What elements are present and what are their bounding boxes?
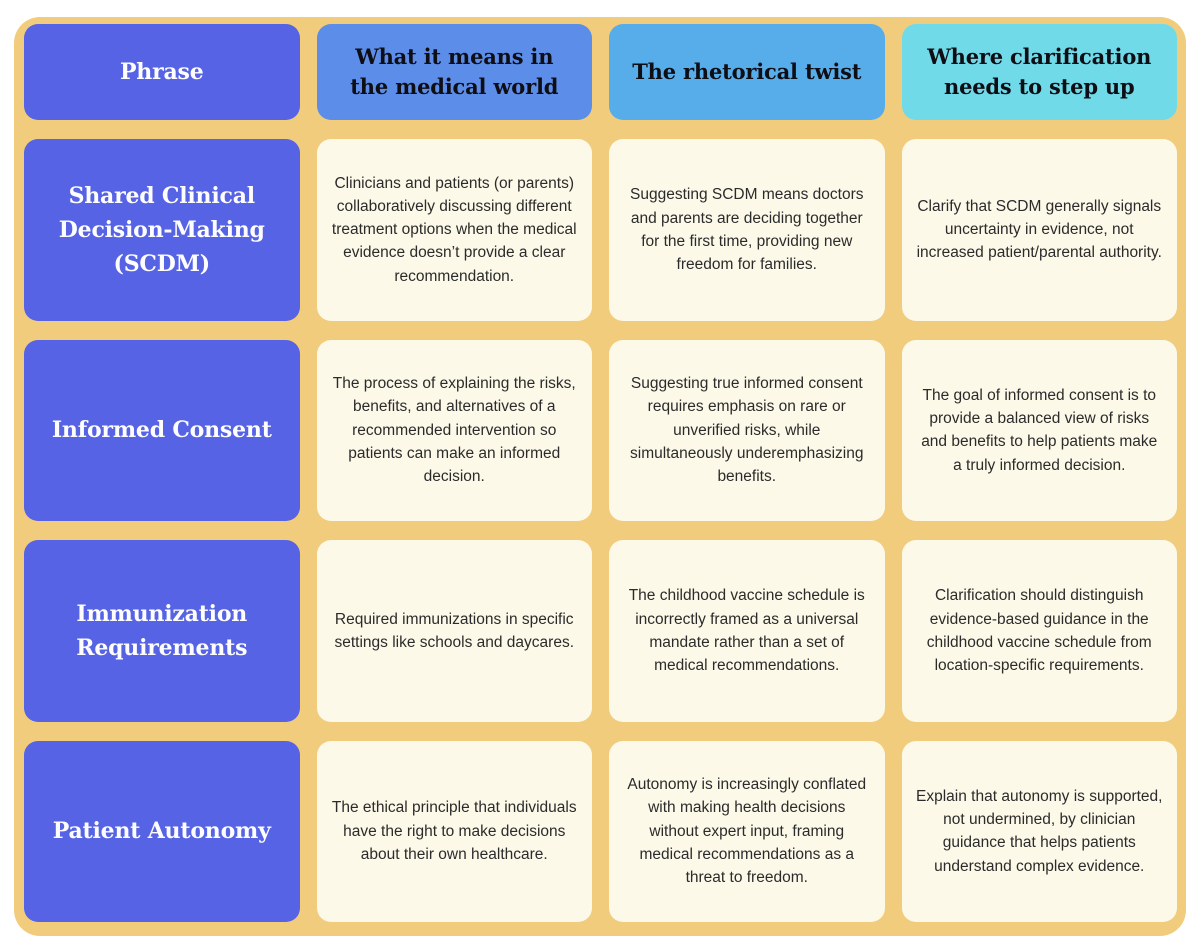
cell-immunization-twist: The childhood vaccine schedule is incorr… xyxy=(609,540,885,722)
comparison-table: Phrase What it means in the medical worl… xyxy=(14,17,1186,936)
cell-informed-consent-meaning: The process of explaining the risks, ben… xyxy=(316,339,592,521)
column-header-twist: The rhetorical twist xyxy=(609,24,885,120)
cell-scdm-twist: Suggesting SCDM means doctors and parent… xyxy=(609,139,885,321)
row-phrase-patient-autonomy: Patient Autonomy xyxy=(24,740,300,922)
row-phrase-scdm: Shared Clinical Decision-Making (SCDM) xyxy=(24,139,300,321)
cell-immunization-meaning: Required immunizations in specific setti… xyxy=(316,540,592,722)
cell-scdm-clarification: Clarify that SCDM generally signals unce… xyxy=(901,139,1177,321)
cell-autonomy-twist: Autonomy is increasingly conflated with … xyxy=(609,740,885,922)
column-header-phrase: Phrase xyxy=(24,24,300,120)
cell-autonomy-meaning: The ethical principle that individuals h… xyxy=(316,740,592,922)
column-header-meaning: What it means in the medical world xyxy=(316,24,592,120)
cell-scdm-meaning: Clinicians and patients (or parents) col… xyxy=(316,139,592,321)
cell-informed-consent-clarification: The goal of informed consent is to provi… xyxy=(901,339,1177,521)
row-phrase-immunization-requirements: Immunization Requirements xyxy=(24,540,300,722)
cell-immunization-clarification: Clarification should distinguish evidenc… xyxy=(901,540,1177,722)
column-header-clarification: Where clarification needs to step up xyxy=(901,24,1177,120)
row-phrase-informed-consent: Informed Consent xyxy=(24,339,300,521)
cell-autonomy-clarification: Explain that autonomy is supported, not … xyxy=(901,740,1177,922)
cell-informed-consent-twist: Suggesting true informed consent require… xyxy=(609,339,885,521)
